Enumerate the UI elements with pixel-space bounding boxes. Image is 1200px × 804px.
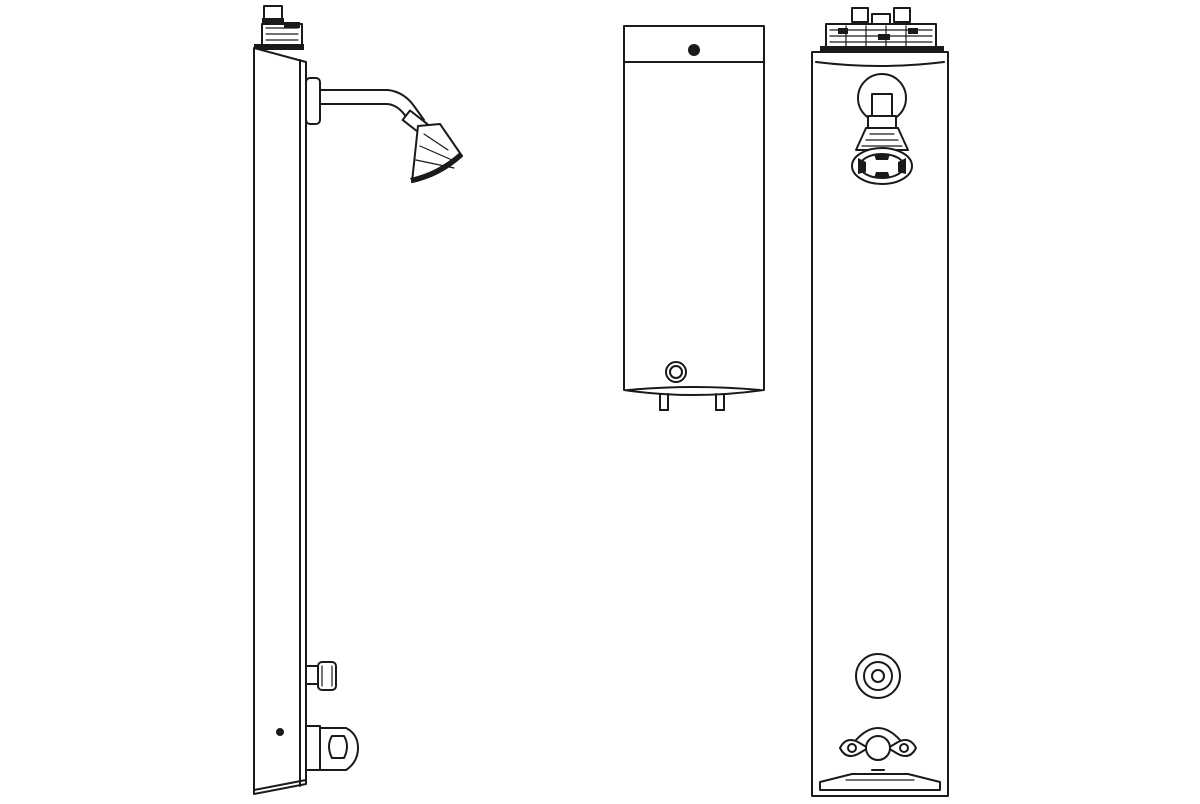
front-valve-right (893, 7, 911, 23)
side-button-base (305, 665, 319, 685)
front-shower-arm (857, 73, 907, 129)
side-column-body (253, 47, 307, 795)
front-head-top (855, 127, 909, 151)
front-handle-right-dot (899, 743, 909, 753)
front-nut-3 (908, 28, 918, 34)
side-top-nut (262, 18, 284, 24)
side-knob-base (305, 725, 321, 771)
front-valve-left (851, 7, 869, 23)
front-push-button (855, 653, 901, 699)
front-top-fittings (820, 7, 944, 52)
side-top-fittings (254, 5, 304, 50)
side-push-button (305, 661, 337, 691)
front-handle-arc (855, 727, 901, 741)
side-top-nut-2 (284, 22, 300, 28)
front-shower-head (851, 127, 913, 185)
front-cap-band (820, 46, 944, 52)
side-column-base (253, 779, 307, 791)
front-button-mid (863, 661, 893, 691)
side-view (253, 5, 463, 795)
top-body (623, 61, 765, 396)
front-base-plate (819, 773, 941, 791)
front-head-nozzles (858, 154, 906, 178)
front-button-outer (855, 653, 901, 699)
side-arm-mount (305, 77, 321, 125)
side-knob-grip (328, 735, 348, 759)
front-nut-2 (878, 34, 890, 40)
side-indicator-dot (276, 728, 284, 736)
front-nut-1 (838, 28, 848, 34)
front-arm-joint (867, 115, 897, 129)
top-feet (659, 393, 725, 411)
front-head-ribs (861, 133, 903, 147)
top-outlet-inner (669, 365, 683, 379)
front-button-center (871, 669, 885, 683)
front-column-body (811, 51, 949, 797)
side-button-cap (317, 661, 337, 691)
front-top-curve (815, 61, 945, 67)
side-top-valve (263, 5, 283, 21)
front-view (811, 7, 949, 797)
side-knob-body (319, 727, 359, 771)
top-view (623, 25, 765, 411)
front-mixer-handle (839, 727, 917, 771)
side-button-grooves (321, 665, 333, 687)
top-base-curve (627, 386, 761, 391)
side-shower-arm (305, 77, 429, 135)
side-mixer-knob (305, 725, 359, 771)
top-outlet-ring (665, 361, 687, 383)
side-head-rim (410, 152, 462, 182)
top-cap-hole (688, 44, 700, 56)
front-handle-left-dot (847, 743, 857, 753)
side-top-cap-band (254, 44, 304, 50)
front-handle-hub (865, 735, 891, 761)
side-shower-head (410, 123, 463, 183)
